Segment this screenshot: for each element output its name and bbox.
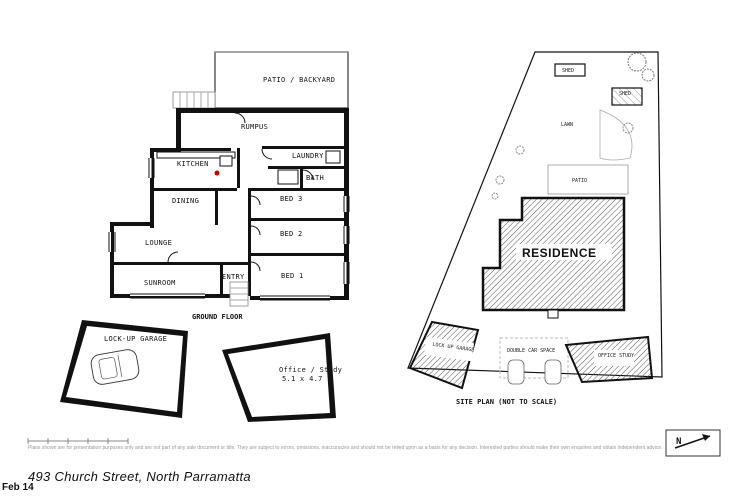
date-stamp: Feb 14	[2, 482, 34, 493]
sunroom-label: SUNROOM	[144, 279, 176, 287]
north-arrow-icon: N	[665, 429, 721, 457]
svg-text:N: N	[676, 437, 682, 447]
office-label: Office / Study	[279, 366, 342, 374]
property-address: 493 Church Street, North Parramatta	[28, 469, 251, 484]
office-size: 5.1 x 4.7	[282, 375, 323, 383]
patio-area	[214, 51, 349, 109]
entry-stairs	[229, 281, 249, 307]
stairs-icon	[172, 91, 216, 109]
bed2-label: BED 2	[280, 230, 303, 238]
site-office-label: OFFICE STUDY	[598, 353, 634, 359]
bath-label: BATH	[306, 174, 324, 182]
site-plan-title: SITE PLAN (NOT TO SCALE)	[456, 398, 557, 406]
kitchen-marker	[214, 170, 220, 176]
scale-bar-icon	[27, 438, 129, 444]
laundry-label: LAUNDRY	[292, 152, 324, 160]
entry-label: ENTRY	[222, 273, 245, 281]
shed-1	[554, 63, 586, 77]
residence-label: RESIDENCE	[522, 246, 597, 260]
lounge-label: LOUNGE	[145, 239, 172, 247]
shed-1-label: SHED	[562, 68, 574, 74]
garage-label: LOCK-UP GARAGE	[104, 335, 167, 343]
lawn-label: LAWN	[561, 122, 573, 128]
car-space-label: DOUBLE CAR SPACE	[507, 348, 555, 354]
site-garage-label: LOCK UP GARAGE	[432, 342, 475, 354]
car-space	[499, 337, 569, 379]
shed-2-label: SHED	[619, 91, 631, 97]
patio-label: PATIO / BACKYARD	[263, 76, 335, 84]
ground-floor-plan: PATIO / BACKYARD RUMPUS KITCHEN LAUNDRY …	[108, 51, 350, 321]
bed1-label: BED 1	[281, 272, 304, 280]
garage-plan: LOCK-UP GARAGE	[60, 320, 188, 418]
site-patio-label: PATIO	[572, 178, 587, 184]
shed-2	[611, 87, 643, 106]
disclaimer-text: Plans shown are for presentation purpose…	[28, 445, 663, 451]
site-patio	[547, 164, 629, 195]
kitchen-label: KITCHEN	[177, 160, 209, 168]
car-icon	[90, 349, 140, 385]
office-plan: Office / Study 5.1 x 4.7	[222, 333, 342, 422]
bed3-label: BED 3	[280, 195, 303, 203]
ground-floor-title: GROUND FLOOR	[192, 313, 243, 321]
dining-label: DINING	[172, 197, 199, 205]
site-plan: SHED SHED LAWN PATIO RESIDENCE LOCK UP G…	[407, 51, 663, 406]
rumpus-label: RUMPUS	[241, 123, 268, 131]
